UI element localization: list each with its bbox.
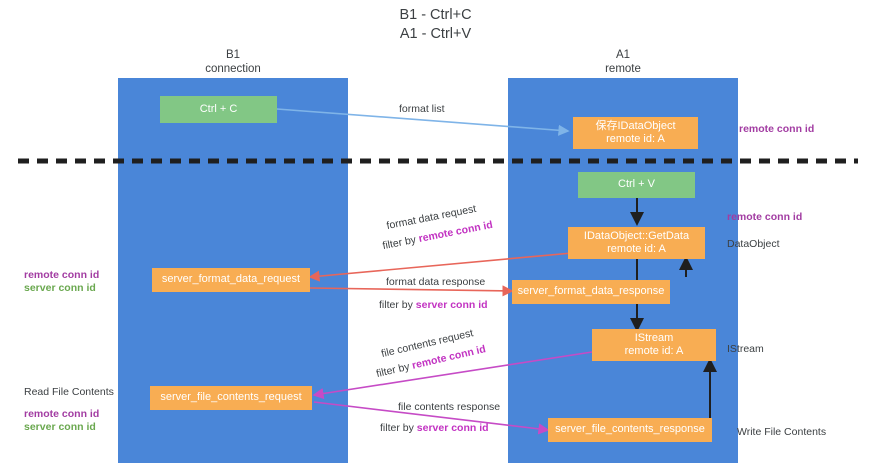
node-ctrl-c[interactable]: Ctrl + C xyxy=(160,96,277,123)
edge-label-format-data-response: format data response xyxy=(386,276,486,288)
annotation-left-remote-conn-id-2: remote conn id xyxy=(24,408,100,420)
annotation-istream: IStream xyxy=(727,343,764,355)
filter-key-server-conn-id-2: server conn id xyxy=(416,422,489,434)
edge-label-file-contents-response-filter: filter by server conn id xyxy=(380,421,489,435)
annotation-left-server-conn-id: server conn id xyxy=(24,282,96,294)
edge-label-format-data-response-filter: filter by server conn id xyxy=(379,298,488,312)
node-save-idataobject[interactable]: 保存IDataObject remote id: A xyxy=(573,117,698,149)
filter-prefix-4: filter by xyxy=(380,422,417,434)
annotation-remote-conn-id-top: remote conn id xyxy=(739,123,815,135)
lane-header-a1: A1 remote xyxy=(605,49,641,75)
node-server-file-contents-response[interactable]: server_file_contents_response xyxy=(548,418,712,442)
annotation-dataobject: DataObject xyxy=(727,238,780,250)
page-title: B1 - Ctrl+C A1 - Ctrl+V xyxy=(399,7,472,42)
lane-header-b1: B1 connection xyxy=(205,49,261,75)
node-server-file-contents-request[interactable]: server_file_contents_request xyxy=(150,386,312,410)
filter-prefix-3: filter by xyxy=(375,360,414,381)
filter-prefix-2: filter by xyxy=(379,299,416,311)
node-istream[interactable]: IStream remote id: A xyxy=(592,329,716,361)
filter-prefix: filter by xyxy=(381,233,420,253)
annotation-left-remote-conn-id: remote conn id xyxy=(24,269,100,281)
annotation-remote-conn-id-mid: remote conn id xyxy=(727,211,803,223)
node-idataobject-getdata[interactable]: IDataObject::GetData remote id: A xyxy=(568,227,705,259)
node-server-format-data-response[interactable]: server_format_data_response xyxy=(512,280,670,304)
annotation-write-file-contents: Write File Contents xyxy=(737,426,827,438)
annotation-left-server-conn-id-2: server conn id xyxy=(24,421,96,433)
annotation-read-file-contents: Read File Contents xyxy=(24,386,114,398)
edge-label-format-list: format list xyxy=(399,103,445,115)
filter-key-server-conn-id: server conn id xyxy=(415,299,488,311)
node-server-format-data-request[interactable]: server_format_data_request xyxy=(152,268,310,292)
node-ctrl-v[interactable]: Ctrl + V xyxy=(578,172,695,198)
edge-label-file-contents-response: file contents response xyxy=(398,401,501,413)
